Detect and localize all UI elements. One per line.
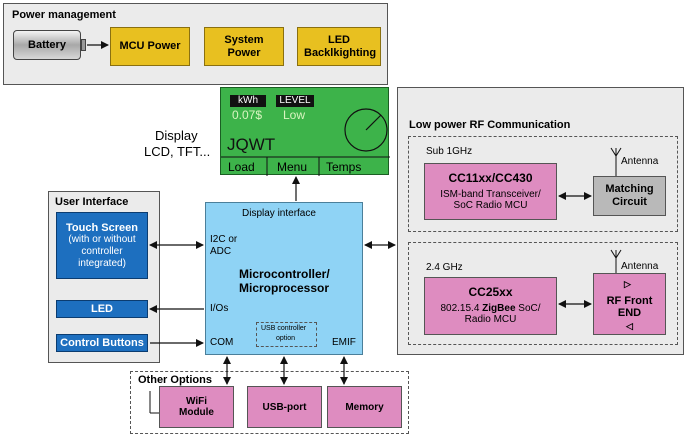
touch-screen-box: Touch Screen (with or without controller… — [56, 212, 148, 279]
system-power-label: System Power — [224, 33, 264, 59]
antenna2-label: Antenna — [621, 261, 659, 272]
level-value: Low — [283, 108, 306, 122]
emif-label: EMIF — [332, 337, 356, 348]
gauge-icon — [221, 108, 390, 176]
led-label: LED — [91, 303, 113, 315]
sub1ghz-label: Sub 1GHz — [426, 146, 473, 157]
user-interface-title: User Interface — [55, 196, 129, 208]
adc-label: ADC — [210, 246, 232, 257]
display-brand: JQWT — [227, 135, 276, 154]
touch-screen-line2: (with or without — [68, 233, 136, 245]
battery-terminal — [81, 39, 86, 51]
cc11xx-desc-line1: ISM-band Transceiver/ — [440, 189, 541, 200]
sub1ghz-group — [408, 136, 678, 232]
antenna2-icon — [610, 249, 622, 273]
mcu-power-box: MCU Power — [110, 27, 190, 66]
cc25xx-desc-post: SoC/ — [515, 303, 541, 314]
i2c-label: I2C or — [210, 234, 238, 245]
usb-port-box: USB-port — [247, 386, 322, 428]
usb-port-label: USB-port — [262, 401, 307, 413]
wifi-module-box: WiFi Module — [159, 386, 234, 428]
other-options-title: Other Options — [138, 374, 212, 386]
control-buttons-label: Control Buttons — [60, 337, 144, 349]
battery-label: Battery — [28, 39, 66, 51]
led-backlight-label: LED Backlkighting — [304, 33, 377, 59]
rf-front-end-box: ▷ RF Front END ◁ — [593, 273, 666, 335]
display-temps-button: Temps — [326, 160, 362, 174]
control-buttons-box: Control Buttons — [56, 334, 148, 352]
usb-controller-line2: option — [276, 335, 296, 342]
led-box: LED — [56, 300, 148, 318]
rf-communication-title: Low power RF Communication — [409, 119, 571, 131]
level-badge: LEVEL — [276, 95, 314, 107]
mcu-power-label: MCU Power — [119, 40, 181, 52]
triangle-right-icon: ▷ — [624, 279, 631, 289]
cc25xx-box: CC25xx 802.15.4 ZigBee SoC/ Radio MCU — [424, 277, 557, 335]
power-management-title: Power management — [12, 9, 116, 21]
matching-line2: Circuit — [612, 196, 647, 208]
memory-label: Memory — [345, 401, 384, 413]
system-power-box: System Power — [204, 27, 284, 66]
wifi-line2: Module — [179, 407, 214, 418]
2-4ghz-label: 2.4 GHz — [426, 262, 463, 273]
microcontroller-block: Display interface I2C or ADC Microcontro… — [205, 202, 363, 355]
matching-line1: Matching — [605, 183, 654, 195]
led-backlight-box: LED Backlkighting — [297, 27, 381, 66]
memory-box: Memory — [327, 386, 402, 428]
usb-controller-option: USB controller option — [256, 322, 317, 347]
display-menu-button: Menu — [277, 160, 308, 174]
touch-screen-line1: Touch Screen — [66, 221, 138, 234]
battery-block: Battery — [13, 30, 81, 60]
com-label: COM — [210, 337, 234, 348]
touch-screen-line4: integrated) — [78, 257, 126, 269]
display-label-line1: Display — [155, 128, 198, 143]
kwh-value: 0.07$ — [232, 108, 263, 122]
display-screen: kWh 0.07$ LEVEL Low JQWT Load Menu Temps — [220, 87, 390, 176]
display-load-button: Load — [228, 160, 255, 174]
cc25xx-desc-line2: Radio MCU — [464, 314, 517, 325]
display-label-line2: LCD, TFT... — [144, 144, 211, 159]
2-4ghz-group — [408, 242, 678, 345]
cc25xx-desc-line1: 802.15.4 ZigBee SoC/ — [425, 303, 556, 314]
cc11xx-desc-line2: SoC Radio MCU — [453, 200, 528, 211]
kwh-badge: kWh — [230, 95, 266, 107]
rf-front-line1: RF Front — [606, 295, 653, 307]
cc11xx-box: CC11xx/CC430 ISM-band Transceiver/ SoC R… — [424, 163, 557, 220]
cc11xx-title: CC11xx/CC430 — [448, 171, 533, 185]
usb-controller-line1: USB controller — [261, 325, 307, 332]
cc25xx-title: CC25xx — [468, 285, 513, 299]
cc25xx-desc-bold: ZigBee — [482, 303, 516, 314]
antenna1-icon — [610, 147, 622, 176]
matching-circuit-box: Matching Circuit — [593, 176, 666, 216]
ios-label: I/Os — [210, 303, 229, 314]
mcu-title-line1: Microcontroller/ — [239, 267, 330, 281]
cc25xx-desc-pre: 802.15.4 — [440, 303, 483, 314]
mcu-title-line2: Microprocessor — [239, 281, 330, 295]
display-interface-label: Display interface — [242, 208, 316, 219]
antenna1-label: Antenna — [621, 156, 659, 167]
rf-front-line2: END — [617, 307, 642, 319]
other-options-group — [130, 371, 409, 434]
triangle-left-icon: ◁ — [626, 321, 633, 331]
touch-screen-line3: controller — [81, 245, 123, 257]
wifi-line1: WiFi — [185, 396, 207, 407]
